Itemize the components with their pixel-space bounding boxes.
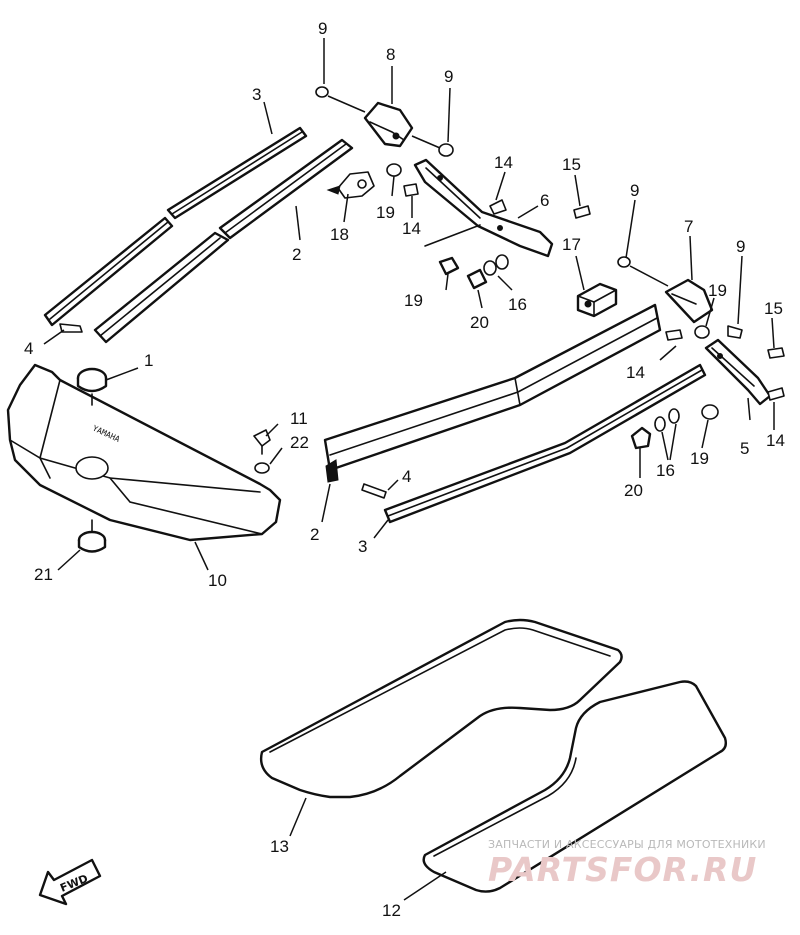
rivet-4-right (361, 483, 387, 499)
fuel-cap (76, 367, 108, 406)
callout-13: 13 (270, 837, 289, 856)
callout-4-right: 4 (402, 467, 411, 486)
nut-19-d (701, 404, 719, 420)
callout-11: 11 (290, 409, 308, 428)
callout-19-lower: 19 (690, 449, 709, 468)
callout-19-right: 19 (708, 281, 727, 300)
bracket-5 (704, 338, 772, 406)
callout-9-top: 9 (444, 67, 453, 86)
lower-rail-right (383, 363, 707, 524)
callout-14-top: 14 (494, 153, 513, 172)
bracket-7 (664, 278, 714, 324)
callout-10: 10 (208, 571, 227, 590)
callout-9-right: 9 (630, 181, 639, 200)
callout-15-right: 15 (764, 299, 783, 318)
callout-21: 21 (34, 565, 53, 584)
watermark-brand: PARTSFOR.RU (488, 850, 758, 889)
nut-19-b (438, 256, 460, 276)
callout-8: 8 (386, 45, 395, 64)
washer-16-a (483, 254, 509, 276)
callout-14-mid: 14 (402, 219, 421, 238)
bolt-14-b (489, 199, 507, 215)
callout-1: 1 (144, 351, 153, 370)
callout-14-right-mid: 14 (626, 363, 645, 382)
bracket-18 (326, 171, 375, 199)
callout-17: 17 (562, 235, 581, 254)
washer-22 (254, 462, 270, 474)
mat-13 (259, 618, 623, 799)
nut-20-a (466, 268, 488, 290)
callout-16-lower: 16 (656, 461, 675, 480)
callout-14-right-bottom: 14 (766, 431, 785, 450)
callout-3-upper: 3 (252, 85, 261, 104)
watermark-tagline: ЗАПЧАСТИ И АКСЕССУАРЫ ДЛЯ МОТОТЕХНИКИ (488, 838, 766, 851)
callout-3-lower: 3 (358, 537, 367, 556)
callout-19-mid: 19 (404, 291, 423, 310)
nut-19-c (694, 325, 710, 339)
bolt-15-a (573, 205, 591, 219)
mat-12 (422, 680, 728, 893)
bracket-6 (413, 158, 554, 258)
leader-lines (43, 38, 775, 901)
callout-2-lower: 2 (310, 525, 319, 544)
callout-20-lower: 20 (624, 481, 643, 500)
bolt-9-a (315, 86, 366, 113)
fwd-arrow-icon: FWD (38, 858, 102, 906)
bolt-14-c (665, 329, 683, 341)
nut-19-a (386, 163, 402, 177)
rivet-4-left (59, 323, 83, 333)
callout-labels: 3 2 9 8 9 14 15 6 18 19 14 17 9 7 9 19 2… (24, 19, 785, 920)
nut-20-b (630, 426, 652, 450)
bolt-14-d (767, 387, 785, 401)
callout-9-top-left: 9 (318, 19, 327, 38)
bolt-9-c (617, 256, 669, 287)
callout-2-upper: 2 (292, 245, 301, 264)
bolt-15-b (767, 347, 785, 359)
bolt-14-a (403, 183, 419, 197)
washer-16-b (654, 408, 680, 432)
callout-12: 12 (382, 901, 401, 920)
callout-5: 5 (740, 439, 749, 458)
front-hood: YAMAHA (6, 363, 282, 542)
callout-22: 22 (290, 433, 309, 452)
lower-gunwale-right (323, 303, 662, 483)
upper-gunwale-left (93, 138, 354, 344)
callout-4-left: 4 (24, 339, 33, 358)
callout-18: 18 (330, 225, 349, 244)
block-17 (576, 282, 618, 318)
callout-7: 7 (684, 217, 693, 236)
callout-9-far-right: 9 (736, 237, 745, 256)
callout-20-upper: 20 (470, 313, 489, 332)
screw-11 (253, 429, 271, 455)
callout-6: 6 (540, 191, 549, 210)
bolt-9-d (727, 325, 743, 339)
callout-19-upper: 19 (376, 203, 395, 222)
callout-15-top: 15 (562, 155, 581, 174)
drain-plug (77, 519, 107, 553)
bolt-9-b (411, 135, 454, 157)
upper-rail-left (43, 126, 308, 327)
callout-16-upper: 16 (508, 295, 527, 314)
bracket-8 (363, 101, 414, 148)
